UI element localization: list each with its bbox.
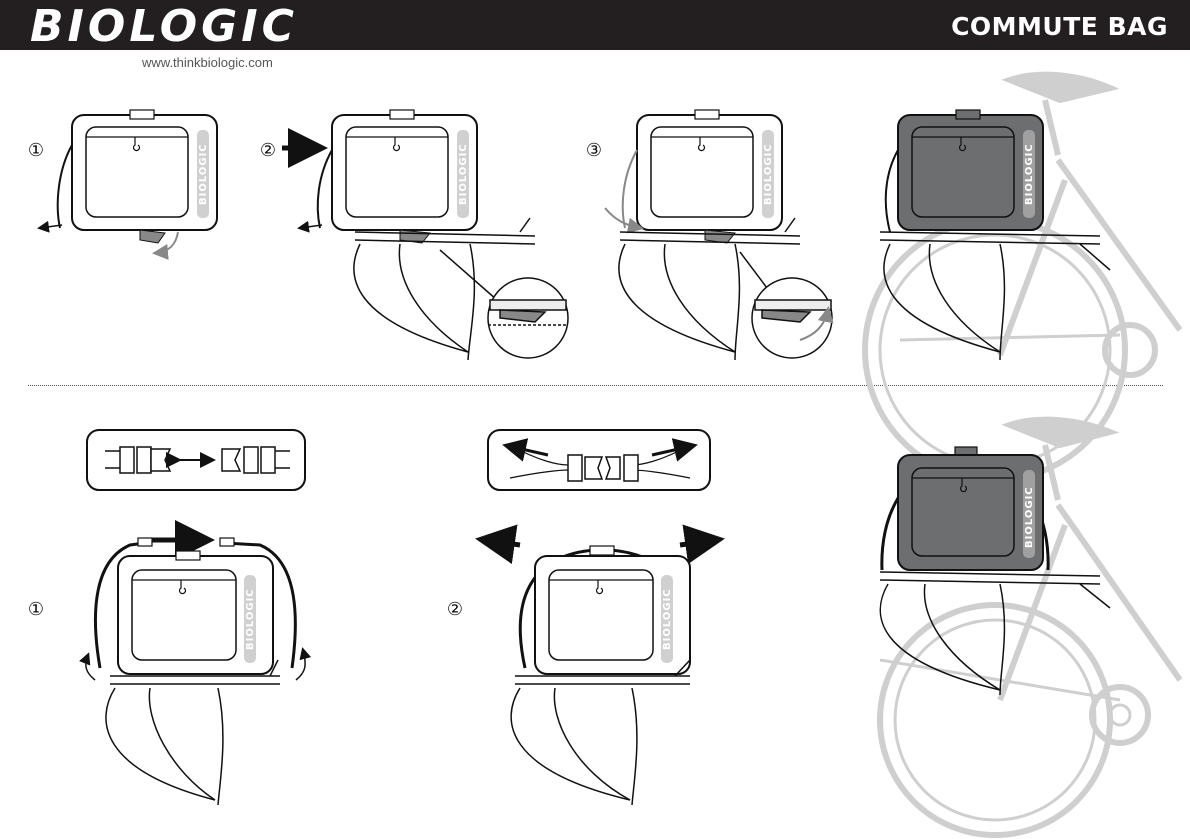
bag-mounted-top: BIOLOGIC [884, 109, 1044, 233]
document-title: COMMUTE BAG [951, 12, 1168, 41]
step-number-top-3: ③ [585, 140, 603, 161]
step-number-bottom-1: ① [27, 599, 45, 620]
rack-bottom-1 [105, 659, 280, 806]
bag-step-3: BIOLOGIC [604, 109, 783, 244]
bag-brand-text: BIOLOGIC [245, 588, 256, 650]
bag-bottom-step-1: BIOLOGIC [79, 520, 312, 681]
step-number-bottom-2: ② [446, 599, 464, 620]
bag-brand-text: BIOLOGIC [1024, 143, 1035, 205]
bag-step-1: BIOLOGIC [37, 109, 218, 260]
bag-brand-text: BIOLOGIC [763, 143, 774, 205]
buckle-diagram-1 [86, 429, 306, 491]
rack-bottom-right [879, 571, 1111, 696]
bag-step-2: BIOLOGIC [282, 109, 478, 244]
section-divider [28, 385, 1163, 386]
bag-brand-text: BIOLOGIC [1024, 486, 1035, 548]
bag-bottom-step-2: BIOLOGIC [475, 524, 725, 675]
brand-logo: BIOLOGIC [30, 1, 298, 52]
bag-brand-text: BIOLOGIC [458, 143, 469, 205]
bag-brand-text: BIOLOGIC [198, 143, 209, 205]
bag-brand-text: BIOLOGIC [662, 588, 673, 650]
step-number-top-1: ① [27, 140, 45, 161]
step-number-top-2: ② [259, 140, 277, 161]
buckle-diagram-2 [487, 429, 711, 491]
website-url: www.thinkbiologic.com [142, 55, 273, 70]
rack-step-3 [618, 217, 834, 361]
bike-bottom [877, 416, 1183, 838]
header-bar: BIOLOGIC COMMUTE BAG [0, 0, 1190, 52]
bag-mounted-bottom: BIOLOGIC [880, 446, 1050, 571]
rack-bottom-2 [510, 659, 691, 806]
rack-top-right [879, 231, 1111, 361]
rack-step-2 [353, 217, 569, 361]
